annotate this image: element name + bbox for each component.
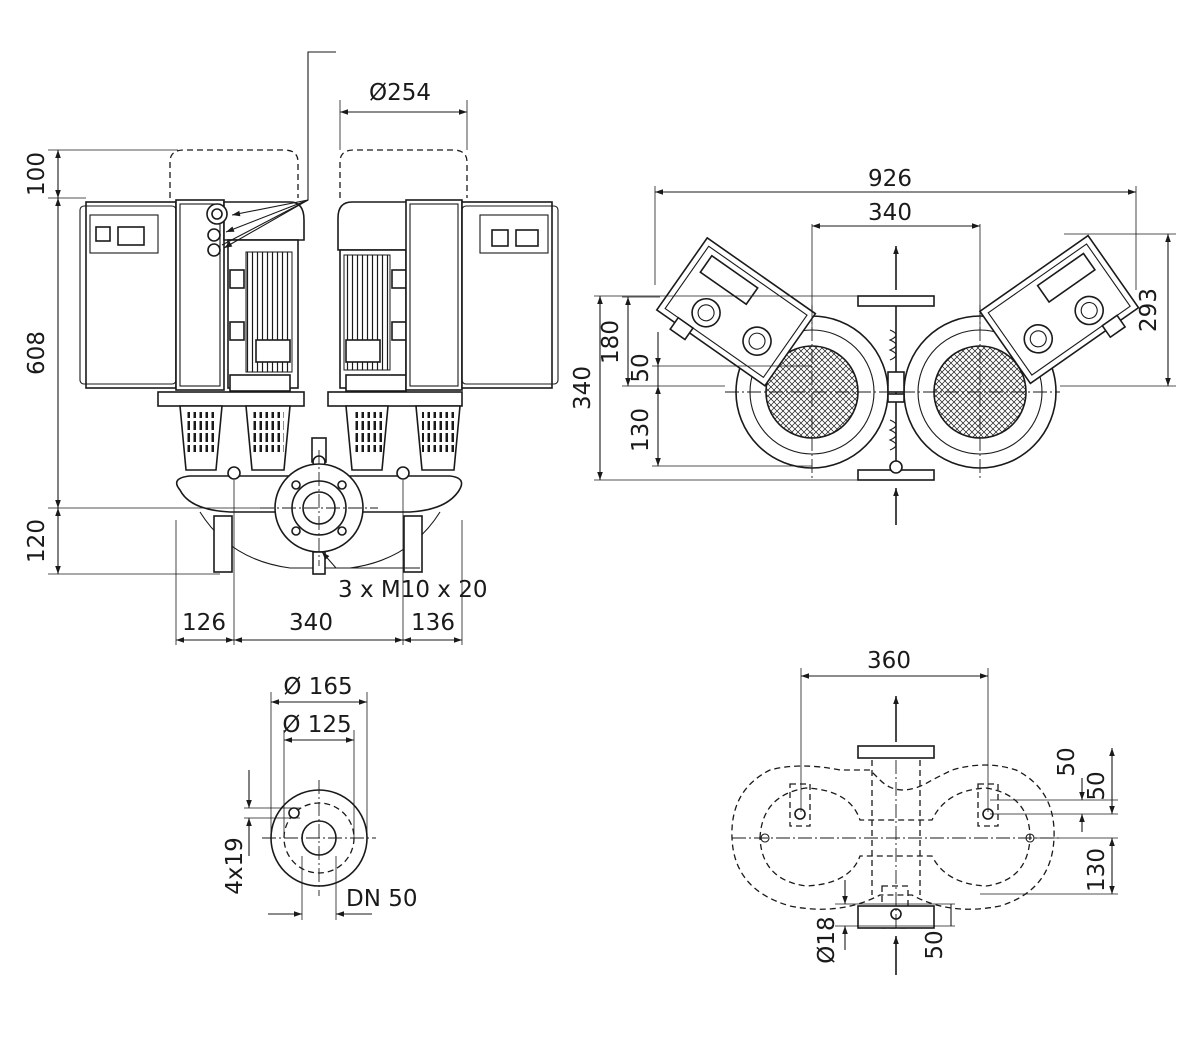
left-motor-flange	[157, 391, 305, 407]
front-extension-lines	[48, 100, 468, 645]
dim-front-136: 136	[411, 610, 455, 636]
pump-housing	[175, 437, 463, 575]
dim-flange-dn: DN 50	[346, 886, 418, 912]
dim-flange-holes: 4x19	[222, 837, 248, 895]
base-view: 360 50 50 130 Ø18 50	[731, 648, 1118, 975]
top-left-electronic-box	[655, 236, 817, 387]
connector-leader	[221, 51, 336, 249]
changeover-valve	[887, 306, 905, 474]
dim-base-50-bottom: 50	[922, 930, 948, 959]
base-dimension-lines	[801, 673, 1115, 950]
flange-dimension-lines	[246, 699, 372, 917]
dim-front-608: 608	[24, 331, 50, 375]
front-view: 100 608 120 Ø254 126 340 136 3 x M10 x 2…	[24, 51, 559, 645]
top-extension-lines	[594, 186, 1176, 481]
dim-base-130: 130	[1084, 848, 1110, 892]
left-motor	[206, 201, 305, 392]
flange-bolt-hole	[288, 807, 300, 819]
flange-extension-lines	[244, 692, 368, 920]
base-housing-outline	[731, 764, 1055, 910]
right-motor-clearance	[339, 149, 468, 198]
dim-flange-125: Ø 125	[282, 712, 351, 738]
top-right-electronic-box	[978, 234, 1140, 385]
right-lantern	[345, 405, 461, 471]
right-motor	[337, 201, 413, 392]
dim-top-130: 130	[628, 408, 654, 452]
dim-top-293: 293	[1136, 288, 1162, 332]
front-dimension-lines	[55, 109, 467, 643]
dim-thread: 3 x M10 x 20	[338, 577, 487, 603]
left-lantern	[179, 405, 291, 471]
flange-detail: Ø 165 Ø 125 4x19 DN 50	[222, 674, 418, 920]
dim-base-50-top: 50	[1054, 747, 1080, 776]
dim-front-120: 120	[24, 519, 50, 563]
dim-motor-diameter: Ø254	[369, 80, 431, 106]
dim-front-126: 126	[182, 610, 226, 636]
dim-front-100: 100	[24, 152, 50, 196]
dim-top-340-side: 340	[570, 366, 596, 410]
dim-top-926: 926	[868, 166, 912, 192]
right-electronic-module	[405, 199, 559, 391]
left-motor-clearance	[169, 149, 299, 198]
dim-top-340: 340	[868, 200, 912, 226]
dim-base-360: 360	[867, 648, 911, 674]
dim-base-hole: Ø18	[814, 916, 840, 963]
top-dimension-lines	[597, 189, 1171, 480]
right-motor-flange	[327, 391, 463, 407]
base-extension-lines	[800, 668, 1118, 927]
dim-top-180: 180	[598, 320, 624, 364]
foot-left	[789, 783, 811, 827]
top-view: 926 340 293 340 180 50 130	[570, 166, 1176, 525]
dim-front-340: 340	[289, 610, 333, 636]
left-electronic-module	[79, 199, 225, 391]
dim-top-50: 50	[628, 353, 654, 382]
dim-base-50-mid: 50	[1084, 771, 1110, 800]
dim-flange-165: Ø 165	[283, 674, 352, 700]
